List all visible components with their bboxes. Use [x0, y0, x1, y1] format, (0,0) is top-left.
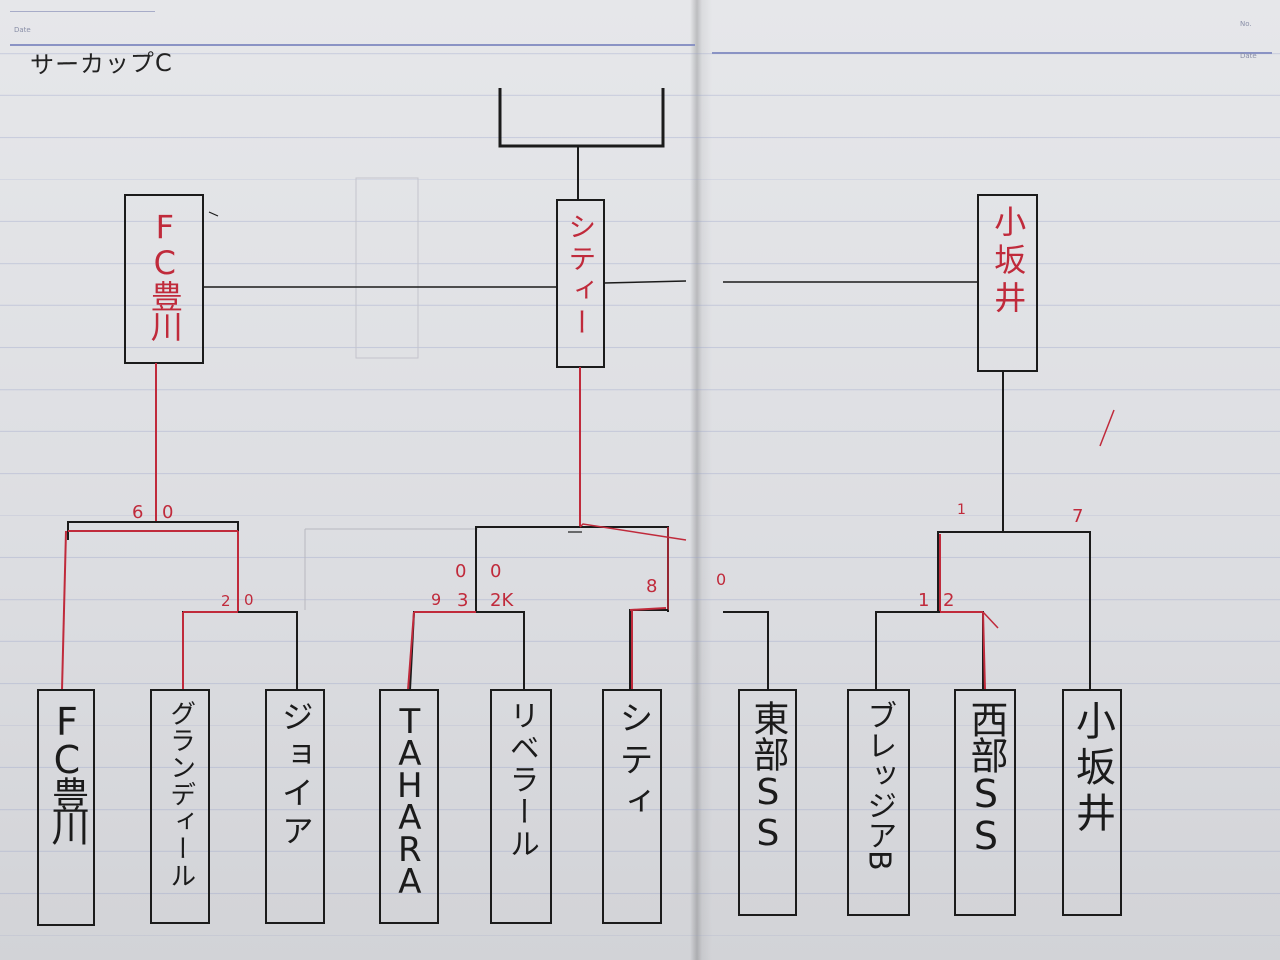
team-label-7: 東部SS: [739, 700, 796, 854]
team-box-10: [1062, 689, 1122, 916]
left-sub-bracket: [182, 611, 298, 690]
date-label-right: Date: [1240, 52, 1257, 60]
center-right-sub-red: [629, 607, 667, 611]
team-label-3: ジョイア: [266, 700, 324, 852]
score-2a: 2: [221, 592, 231, 610]
team-box-6: [602, 689, 662, 924]
score-0c: 0: [455, 561, 467, 582]
team-name-3: ジョイア: [276, 700, 315, 852]
team-name-4: TAHARA: [389, 702, 430, 894]
stray-mark-1: [208, 211, 219, 217]
score-0b: 0: [244, 591, 254, 609]
team-label-2: グランディール: [151, 700, 209, 889]
center-left-sub-bracket: [409, 611, 525, 691]
right-winner-name: 小坂井: [989, 205, 1028, 319]
team-label-9: 西部SS: [955, 700, 1015, 856]
right-winner-label: 小坂井: [980, 205, 1035, 319]
team-name-10: 小坂井: [1069, 700, 1115, 838]
number-label: No.: [1240, 20, 1252, 28]
team-box-8: [847, 689, 910, 916]
tobu-branch: [723, 611, 769, 690]
header-rule-right: [712, 52, 1272, 54]
score-8: 8: [646, 576, 658, 597]
top-rule-left: [10, 11, 155, 12]
team-name-8: ブレッジアB: [861, 700, 897, 871]
team-name-7: 東部SS: [747, 700, 789, 854]
faint-box-1: [355, 177, 419, 359]
winner-box-left: [124, 194, 204, 364]
score-2b: 2: [943, 590, 955, 611]
team-name-9: 西部SS: [963, 700, 1008, 856]
team-box-4: [379, 689, 439, 924]
center-left-sub-red-stem: [407, 611, 415, 691]
score-0e: 0: [716, 570, 727, 589]
right-top-bracket: [937, 531, 1091, 690]
team-box-7: [738, 689, 797, 916]
score-0d: 0: [490, 561, 502, 582]
team-label-5: リベラール: [491, 700, 551, 860]
date-label-left: Date: [14, 26, 31, 34]
score-1a: 1: [957, 502, 966, 518]
team-name-2: グランディール: [165, 700, 196, 889]
score-3: 3: [457, 590, 469, 611]
left-winner-name: FC豊川: [145, 208, 184, 340]
score-6: 6: [132, 502, 144, 523]
team-box-9: [954, 689, 1016, 916]
center-winner-name: シティー: [564, 212, 598, 340]
score-9: 9: [431, 590, 442, 609]
team-box-5: [490, 689, 552, 924]
team-label-6: シティ: [603, 700, 661, 826]
header-rule-left: [10, 44, 695, 46]
team-label-4: TAHARA: [380, 702, 438, 894]
team-label-8: ブレッジアB: [848, 700, 909, 871]
right-sub-red-stem: [982, 611, 986, 691]
team-label-1: FC豊川: [38, 700, 94, 840]
winner-box-right: [977, 194, 1038, 372]
team-box-1: [37, 689, 95, 926]
score-0a: 0: [162, 502, 174, 523]
team-name-6: シティ: [612, 700, 653, 826]
left-branch-fc: [61, 530, 67, 691]
stray-mark-2: [1099, 409, 1115, 447]
team-label-10: 小坂井: [1063, 700, 1121, 838]
score-2k: 2K: [490, 590, 514, 611]
score-1b: 1: [918, 590, 930, 611]
team-name-1: FC豊川: [44, 700, 89, 840]
team-box-3: [265, 689, 325, 924]
final-box: [498, 88, 665, 148]
center-winner-label: シティー: [558, 212, 603, 340]
connector-center-right-a: [603, 280, 687, 284]
left-winner-label: FC豊川: [128, 208, 200, 340]
right-sub-bracket: [875, 611, 984, 690]
team-box-2: [150, 689, 210, 924]
center-right-sub: [629, 609, 668, 690]
right-sub-red-flick: [982, 611, 999, 629]
score-7: 7: [1072, 506, 1084, 527]
center-red-path: [579, 523, 687, 541]
team-name-5: リベラール: [503, 700, 539, 860]
